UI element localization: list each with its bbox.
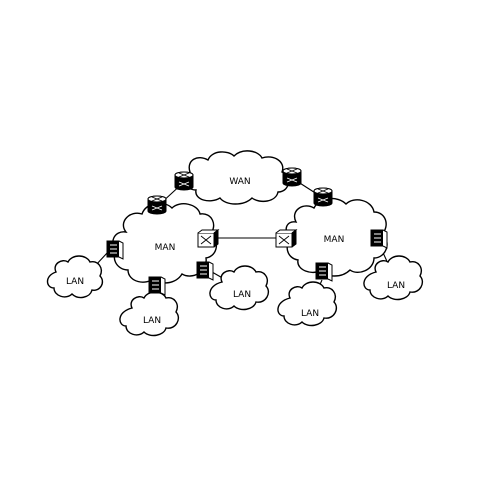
- cloud-man-right: MAN: [285, 197, 388, 277]
- bridge-icon: [370, 229, 388, 249]
- cloud-wan: WAN: [184, 150, 289, 205]
- router-icon: [282, 167, 302, 187]
- cloud-lan-5: LAN: [363, 255, 424, 301]
- cloud-lan-2: LAN: [119, 291, 180, 337]
- cloud-label: MAN: [324, 235, 345, 245]
- router-icon: [313, 187, 333, 207]
- cloud-label: WAN: [229, 177, 250, 187]
- cloud-lan-3: LAN: [209, 265, 270, 311]
- cloud-lan-1: LAN: [46, 255, 104, 299]
- cloud-label: LAN: [143, 316, 161, 326]
- cloud-lan-4: LAN: [277, 281, 338, 327]
- cloud-label: LAN: [66, 277, 84, 287]
- bridge-icon: [315, 262, 333, 282]
- router-icon: [147, 195, 167, 215]
- cloud-label: LAN: [233, 290, 251, 300]
- switch-icon: [197, 229, 219, 248]
- cloud-label: MAN: [155, 243, 176, 253]
- bridge-icon: [196, 261, 214, 281]
- cloud-label: LAN: [301, 309, 319, 319]
- switch-icon: [275, 229, 297, 248]
- bridge-icon: [148, 276, 166, 296]
- bridge-icon: [106, 240, 124, 260]
- router-icon: [174, 171, 194, 191]
- cloud-label: LAN: [387, 281, 405, 291]
